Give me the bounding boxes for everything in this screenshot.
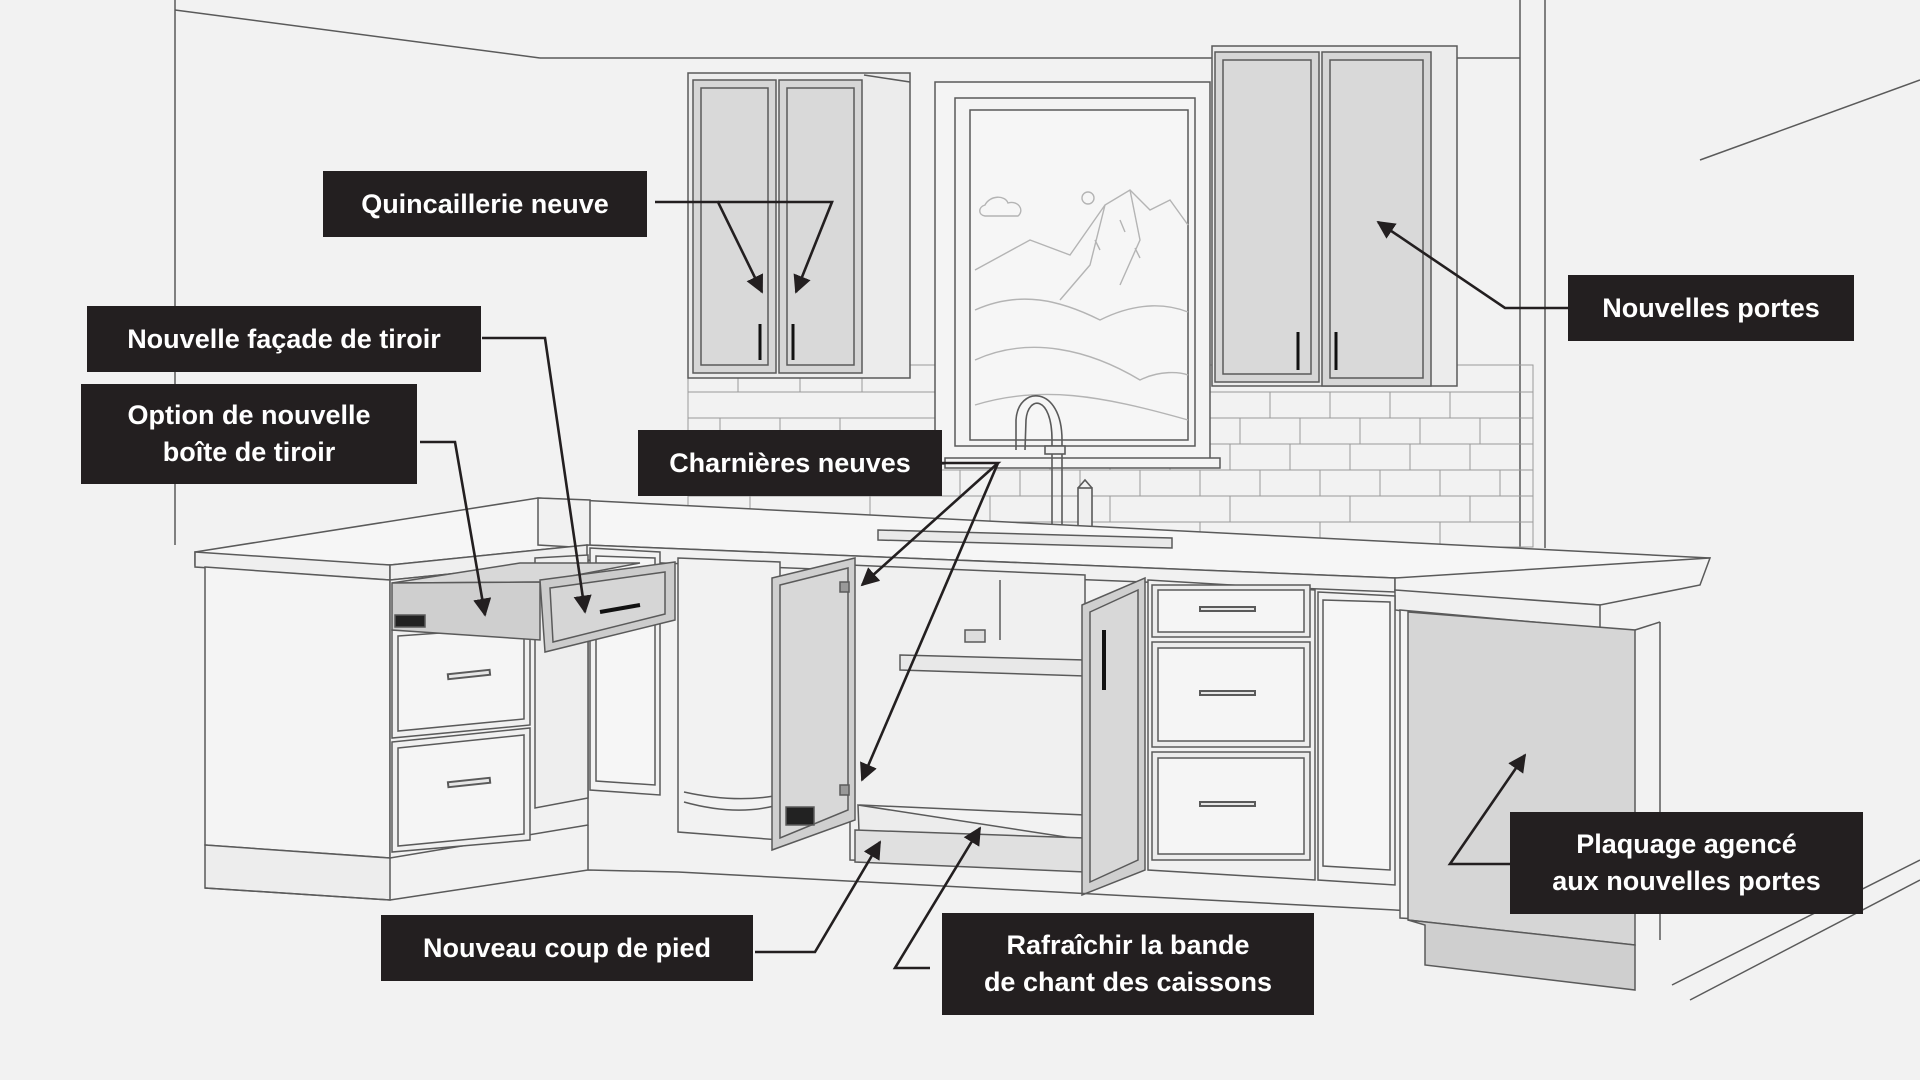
label-coup-text: Nouveau coup de pied [422,932,712,963]
open-drawer-box [391,562,641,641]
label-charnieres-neuves: Charnières neuves [638,430,942,496]
label-bande-line-2: de chant des caissons [983,967,1273,997]
dishwasher [677,557,781,841]
leader-facade [482,336,592,614]
sink-door-left [771,557,856,852]
right-drawer-bank [1147,579,1396,886]
right-drawer-pulls [1199,606,1256,807]
label-nouvelles-portes: Nouvelles portes [1568,275,1854,341]
label-bande-line-1: Rafraîchir la bande [1006,930,1250,960]
end-panel [1399,609,1661,991]
label-quincaillerie-text: Quincaillerie neuve [361,188,609,219]
upper-cabinet-right [1211,45,1458,387]
label-portes-text: Nouvelles portes [1602,292,1820,323]
label-option-boite-tiroir: Option de nouvelle boîte de tiroir [81,384,417,484]
upper-left-handles [758,324,795,360]
label-charnieres-text: Charnières neuves [669,447,911,478]
label-plaquage-agence: Plaquage agencé aux nouvelles portes [1510,812,1863,914]
window-landscape [974,189,1189,421]
room-walls [174,0,1920,1001]
leader-plaquage [1447,753,1527,866]
label-nouvelle-facade-tiroir: Nouvelle façade de tiroir [87,306,481,372]
leader-portes [1376,220,1568,310]
label-facade-text: Nouvelle façade de tiroir [127,323,441,354]
sink-cabinet-interior [849,564,1086,866]
label-nouveau-coup-de-pied: Nouveau coup de pied [381,915,753,981]
countertop [194,497,1712,631]
label-plaquage-line-2: aux nouvelles portes [1552,866,1821,896]
leader-boite [420,440,492,617]
window [934,81,1221,469]
upper-cabinet-left [687,72,911,379]
label-boite-line-1: Option de nouvelle [127,400,371,430]
label-rafraichir-bande-chant: Rafraîchir la bande de chant des caisson… [942,913,1314,1015]
leader-coup-de-pied [755,840,882,954]
label-quincaillerie-neuve: Quincaillerie neuve [323,171,647,237]
sink-door-right [1081,576,1146,897]
leader-bande-chant [892,826,982,970]
left-drawer-pulls [446,668,492,789]
toe-kick [854,829,1086,873]
leader-charnieres-2 [860,462,1000,782]
callout-leaders [420,200,1568,970]
label-plaquage-line-1: Plaquage agencé [1576,829,1797,859]
leader-quincaillerie-2 [718,200,834,294]
drawer-front [539,561,676,653]
label-boite-line-2: boîte de tiroir [162,437,336,467]
upper-right-handles [1296,332,1338,370]
faucet [1015,395,1093,531]
